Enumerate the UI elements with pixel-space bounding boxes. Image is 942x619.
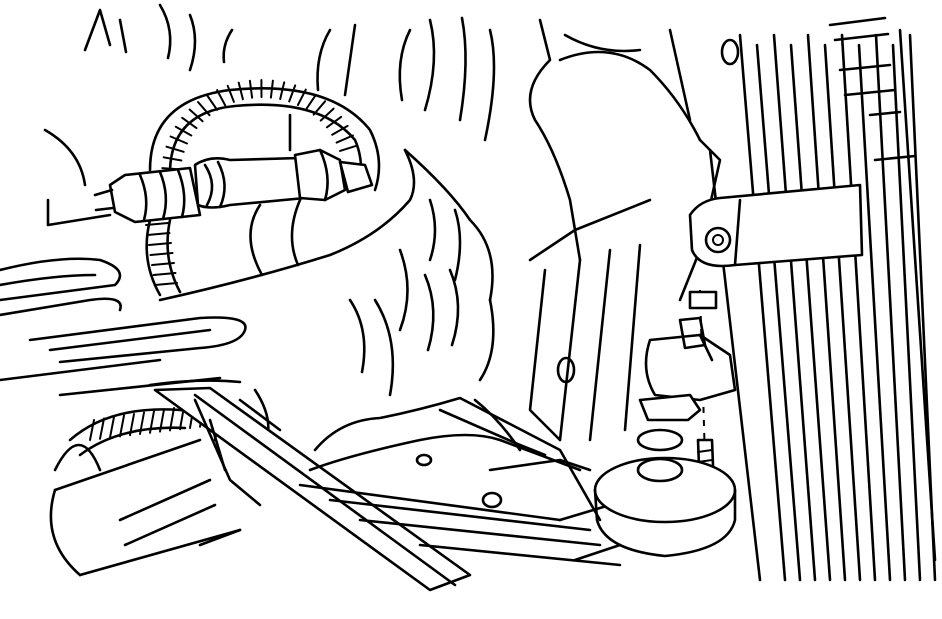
radiator-fin [840, 33, 877, 582]
radiator-core [708, 16, 937, 582]
floor-hole-small [415, 453, 433, 467]
oxygen-sensor [93, 148, 374, 224]
exhaust-manifold [158, 148, 495, 397]
radiator-fin [874, 33, 907, 582]
lower-rib [159, 408, 165, 433]
coil-rib [165, 145, 185, 153]
floor-panel [298, 396, 652, 567]
coil-rib [305, 93, 317, 111]
bracket-bolt-center [712, 234, 724, 246]
coil-rib [331, 124, 349, 136]
coil-rib [181, 116, 198, 130]
radiator-fin [772, 33, 817, 582]
lower-rib [129, 413, 135, 437]
lower-rib [169, 407, 175, 432]
radiator-fins [708, 28, 937, 582]
lower-rib [109, 416, 115, 439]
radiator-fin [823, 43, 862, 582]
coil-rib [288, 84, 297, 103]
coil-rib [312, 100, 327, 116]
lower-rib [139, 411, 145, 435]
coil-rib [279, 81, 286, 100]
coil-rib [335, 134, 354, 144]
background-sketch-strokes [43, 3, 496, 227]
radiator-frame-edge [898, 28, 937, 562]
cross-rail [153, 386, 472, 592]
coil-rib [325, 115, 343, 129]
coil-rib [188, 108, 204, 123]
radiator-fin [857, 43, 892, 582]
coil-rib [296, 88, 307, 106]
coil-rib [216, 89, 227, 107]
radiator-fin [789, 43, 832, 582]
coil-rib [206, 94, 219, 111]
mount-bushing-hole [636, 457, 684, 483]
coil-rib [269, 79, 274, 99]
clamp-nut [688, 290, 718, 310]
lower-harness-ribs [89, 402, 205, 441]
radiator-fin [738, 33, 787, 582]
bracket-bolt-head [704, 226, 732, 254]
oxygen-sensor-harness [145, 79, 381, 297]
radiator-fin [755, 43, 802, 582]
upper-hole [720, 38, 740, 66]
radiator-mount-bracket [688, 183, 864, 268]
coil-rib [162, 156, 183, 162]
lower-left-cylinder [49, 438, 242, 577]
lower-rib [149, 410, 155, 434]
coil-rib [248, 79, 254, 99]
coil-rib [339, 144, 359, 152]
coil-rib [154, 282, 178, 286]
radiator-fin [891, 43, 922, 582]
floor-hole-large [481, 491, 503, 509]
coil-rib [319, 107, 335, 122]
left-heat-shields [0, 257, 270, 447]
clamp-assembly [593, 289, 737, 558]
coil-rib [169, 135, 188, 145]
coil-rib [237, 81, 244, 101]
lower-rib [99, 417, 105, 440]
lower-rib [89, 419, 95, 441]
coil-rib [197, 101, 211, 117]
coil-rib [174, 125, 193, 137]
coil-rib [226, 84, 235, 103]
radiator-fin [806, 33, 847, 582]
coil-rib [146, 232, 171, 236]
strut-hole [556, 356, 576, 384]
bushing-washer [636, 428, 684, 452]
lower-rib [119, 414, 125, 438]
